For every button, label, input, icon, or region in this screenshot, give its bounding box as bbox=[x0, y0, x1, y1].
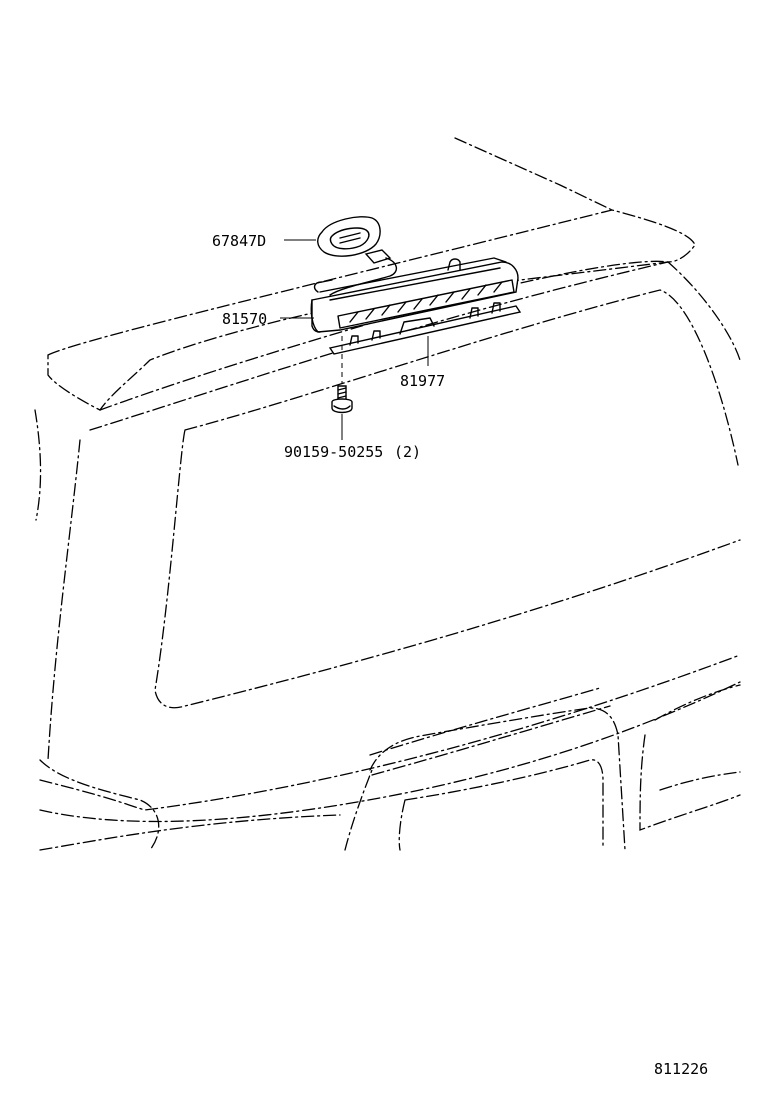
lamp-top-face bbox=[319, 257, 507, 301]
lamp-connector bbox=[329, 249, 397, 296]
callout-81977: 81977 bbox=[400, 372, 445, 390]
callout-81570: 81570 bbox=[222, 310, 267, 328]
screw-head bbox=[331, 398, 353, 414]
callout-screw-quantity: (2) bbox=[394, 443, 421, 461]
figure-number: 811226 bbox=[654, 1060, 708, 1078]
connector-body bbox=[364, 249, 392, 264]
lamp-bracket-left bbox=[313, 279, 333, 293]
lamp-lens-gasket bbox=[328, 302, 522, 355]
bumper-line-1 bbox=[39, 654, 741, 811]
connector-wire bbox=[329, 257, 397, 296]
tail-light-right bbox=[639, 684, 741, 831]
gasket-strip bbox=[328, 305, 522, 355]
lamp-bracket-right bbox=[447, 258, 461, 271]
screw-thread bbox=[337, 387, 347, 399]
bumper-line-2 bbox=[39, 681, 741, 823]
roof-edge bbox=[454, 137, 613, 211]
callout-90159-50255: 90159-50255 bbox=[284, 443, 383, 461]
rear-spoiler bbox=[47, 209, 696, 411]
leader-lines bbox=[280, 239, 429, 440]
rear-window-glass bbox=[154, 289, 741, 709]
lamp-led-segments bbox=[349, 281, 503, 323]
license-plate-frame bbox=[398, 759, 604, 851]
license-recess-bottom-left bbox=[344, 769, 373, 851]
grommet-inner bbox=[329, 227, 370, 250]
lamp-front-lip bbox=[311, 299, 321, 333]
bumper-lower-edge bbox=[39, 814, 341, 851]
body-right-edge bbox=[667, 261, 741, 361]
tapping-screw bbox=[331, 336, 353, 414]
hatch-lower-line bbox=[39, 759, 160, 851]
body-left-pillar bbox=[34, 409, 81, 761]
high-mount-stop-lamp bbox=[310, 257, 519, 333]
garnish-strip bbox=[369, 687, 611, 776]
callout-67847D: 67847D bbox=[212, 232, 266, 250]
license-recess-outer bbox=[369, 707, 626, 851]
grommet-slot bbox=[339, 232, 361, 244]
vehicle-body-outline bbox=[34, 137, 741, 851]
screw-head-washer bbox=[333, 405, 351, 410]
cap-grommet-part bbox=[317, 216, 381, 257]
gasket-clips bbox=[349, 302, 501, 346]
